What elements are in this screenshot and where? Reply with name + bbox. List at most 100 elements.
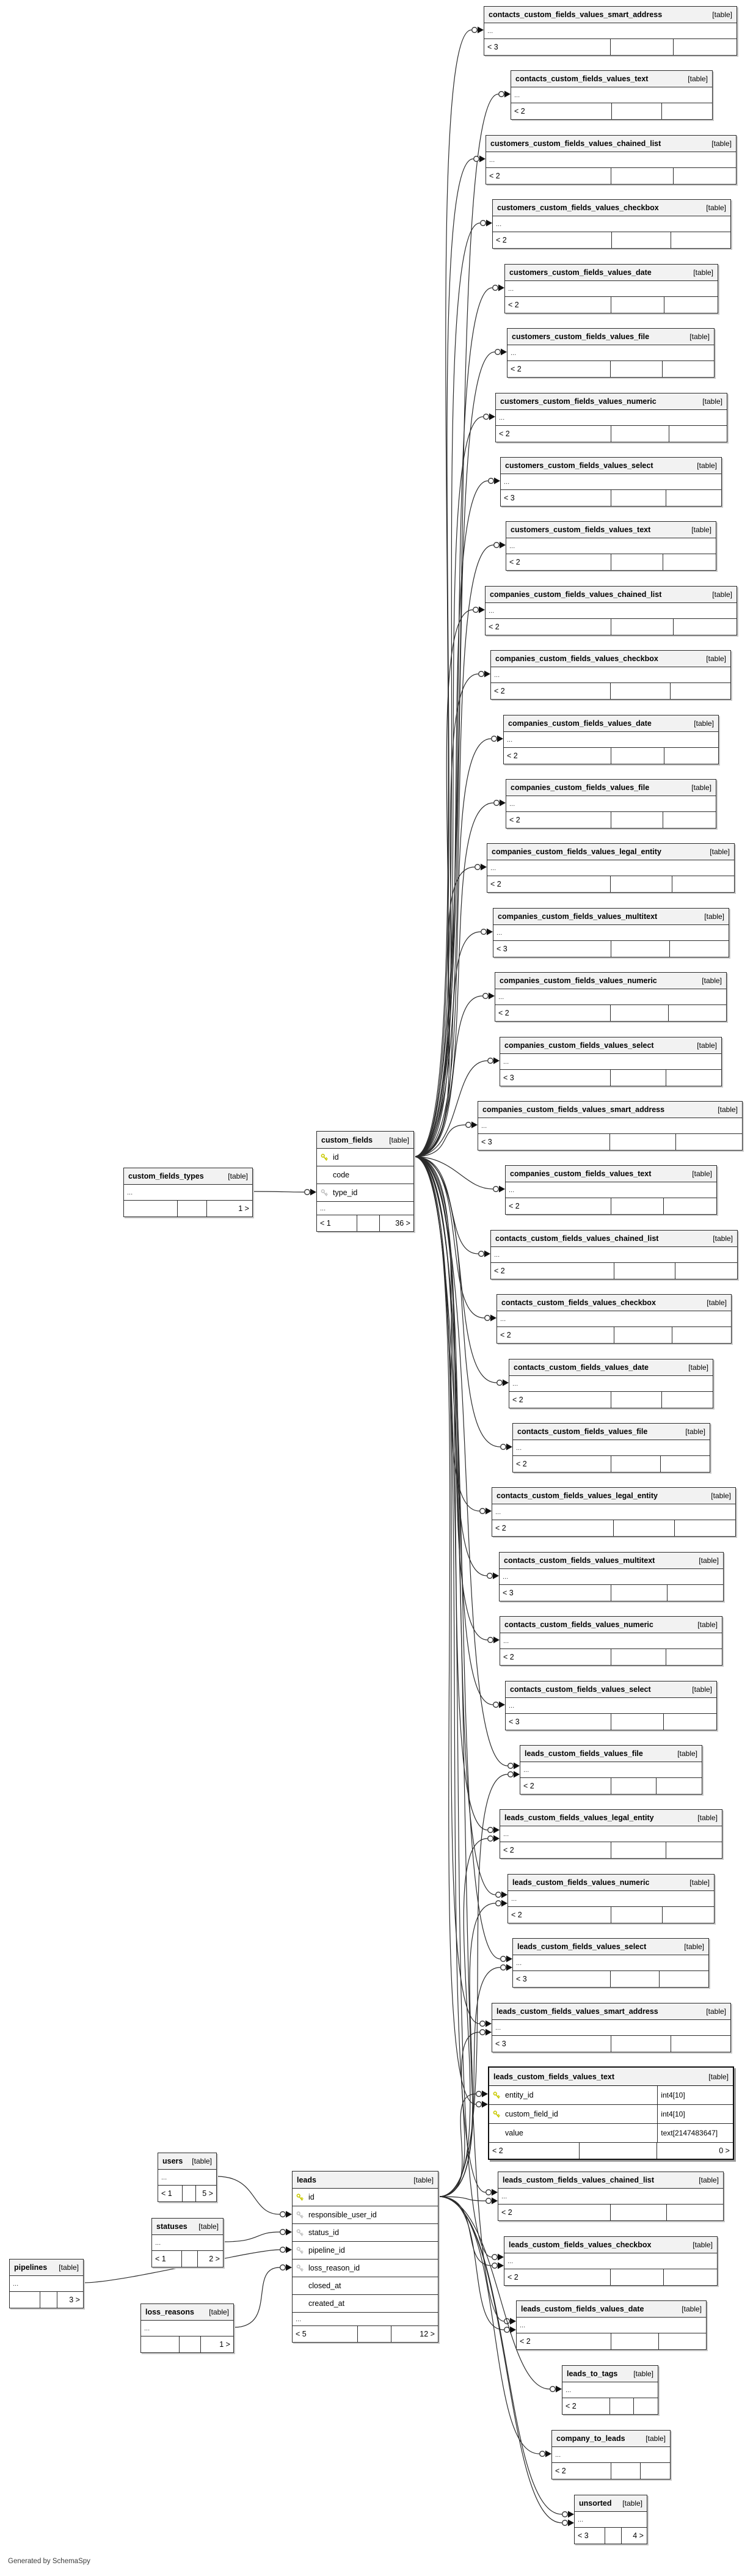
table-name[interactable]: companies_custom_fields_values_file [511, 783, 650, 792]
table-name[interactable]: customers_custom_fields_values_chained_l… [490, 139, 661, 148]
table-leads_custom_fields_values_chained_list[interactable]: leads_custom_fields_values_chained_list[… [498, 2172, 724, 2221]
table-company_to_leads[interactable]: company_to_leads[table]...< 2 [551, 2430, 671, 2479]
table-companies_custom_fields_values_text[interactable]: companies_custom_fields_values_text[tabl… [505, 1165, 717, 1215]
table-customers_custom_fields_values_checkbox[interactable]: customers_custom_fields_values_checkbox[… [492, 199, 731, 249]
table-companies_custom_fields_values_numeric[interactable]: companies_custom_fields_values_numeric[t… [495, 972, 727, 1022]
table-name[interactable]: unsorted [579, 2499, 612, 2508]
table-name[interactable]: custom_fields [321, 1135, 373, 1144]
table-name[interactable]: leads_custom_fields_values_select [517, 1942, 647, 1951]
table-contacts_custom_fields_values_file[interactable]: contacts_custom_fields_values_file[table… [512, 1423, 710, 1473]
table-name[interactable]: contacts_custom_fields_values_checkbox [501, 1298, 656, 1307]
table-companies_custom_fields_values_chained_list[interactable]: companies_custom_fields_values_chained_l… [485, 586, 737, 635]
table-loss_reasons[interactable]: loss_reasons[table]...1 > [140, 2303, 234, 2353]
table-leads_custom_fields_values_text[interactable]: leads_custom_fields_values_text[table]en… [488, 2066, 734, 2160]
table-name[interactable]: leads [297, 2175, 316, 2184]
table-name[interactable]: loss_reasons [145, 2308, 194, 2316]
table-companies_custom_fields_values_select[interactable]: companies_custom_fields_values_select[ta… [500, 1037, 722, 1086]
table-leads_custom_fields_values_checkbox[interactable]: leads_custom_fields_values_checkbox[tabl… [504, 2236, 718, 2286]
table-name[interactable]: users [162, 2157, 183, 2165]
table-name[interactable]: customers_custom_fields_values_select [505, 461, 653, 470]
zero-cardinality-marker [304, 1189, 310, 1195]
table-leads_to_tags[interactable]: leads_to_tags[table]...< 2 [562, 2365, 658, 2415]
table-name[interactable]: companies_custom_fields_values_smart_add… [482, 1105, 665, 1114]
table-companies_custom_fields_values_checkbox[interactable]: companies_custom_fields_values_checkbox[… [490, 650, 731, 700]
table-companies_custom_fields_values_legal_entity[interactable]: companies_custom_fields_values_legal_ent… [487, 843, 735, 893]
table-name[interactable]: contacts_custom_fields_values_multitext [504, 1556, 655, 1565]
table-customers_custom_fields_values_chained_list[interactable]: customers_custom_fields_values_chained_l… [486, 135, 737, 185]
table-leads_custom_fields_values_smart_address[interactable]: leads_custom_fields_values_smart_address… [492, 2003, 731, 2052]
table-leads_custom_fields_values_file[interactable]: leads_custom_fields_values_file[table]..… [520, 1745, 702, 1795]
table-name[interactable]: leads_custom_fields_values_checkbox [509, 2241, 652, 2249]
table-leads_custom_fields_values_legal_entity[interactable]: leads_custom_fields_values_legal_entity[… [500, 1809, 722, 1859]
table-header: contacts_custom_fields_values_select[tab… [506, 1681, 716, 1698]
table-name[interactable]: leads_custom_fields_values_numeric [512, 1878, 650, 1887]
table-customers_custom_fields_values_numeric[interactable]: customers_custom_fields_values_numeric[t… [495, 393, 727, 442]
table-contacts_custom_fields_values_date[interactable]: contacts_custom_fields_values_date[table… [509, 1359, 713, 1408]
table-name[interactable]: companies_custom_fields_values_chained_l… [490, 590, 662, 599]
table-name[interactable]: leads_to_tags [567, 2369, 618, 2378]
table-companies_custom_fields_values_multitext[interactable]: companies_custom_fields_values_multitext… [493, 908, 729, 957]
table-name[interactable]: leads_custom_fields_values_file [525, 1749, 643, 1758]
table-name[interactable]: contacts_custom_fields_values_chained_li… [495, 1234, 659, 1243]
table-contacts_custom_fields_values_legal_entity[interactable]: contacts_custom_fields_values_legal_enti… [492, 1487, 736, 1537]
table-contacts_custom_fields_values_smart_address[interactable]: contacts_custom_fields_values_smart_addr… [484, 6, 737, 56]
table-name[interactable]: leads_custom_fields_values_text [493, 2072, 615, 2081]
table-contacts_custom_fields_values_multitext[interactable]: contacts_custom_fields_values_multitext[… [499, 1552, 724, 1601]
table-name[interactable]: contacts_custom_fields_values_legal_enti… [497, 1491, 658, 1500]
table-name[interactable]: company_to_leads [556, 2434, 625, 2443]
table-name[interactable]: customers_custom_fields_values_file [512, 332, 650, 341]
crow-foot-arrow-marker [479, 155, 486, 163]
table-companies_custom_fields_values_smart_address[interactable]: companies_custom_fields_values_smart_add… [478, 1101, 743, 1151]
table-name[interactable]: contacts_custom_fields_values_date [514, 1363, 649, 1372]
table-leads_custom_fields_values_date[interactable]: leads_custom_fields_values_date[table]..… [516, 2300, 707, 2350]
crow-foot-arrow-marker [501, 1900, 507, 1907]
table-name[interactable]: customers_custom_fields_values_date [509, 268, 652, 277]
table-customers_custom_fields_values_date[interactable]: customers_custom_fields_values_date[tabl… [504, 264, 718, 313]
table-custom_fields_types[interactable]: custom_fields_types[table]...1 > [123, 1168, 253, 1217]
table-name[interactable]: statuses [156, 2222, 187, 2231]
table-name[interactable]: leads_custom_fields_values_date [521, 2305, 644, 2313]
table-contacts_custom_fields_values_numeric[interactable]: contacts_custom_fields_values_numeric[ta… [500, 1616, 722, 1666]
table-name[interactable]: contacts_custom_fields_values_smart_addr… [489, 10, 663, 19]
table-name[interactable]: leads_custom_fields_values_smart_address [497, 2007, 658, 2016]
table-contacts_custom_fields_values_text[interactable]: contacts_custom_fields_values_text[table… [511, 70, 713, 120]
table-name[interactable]: leads_custom_fields_values_legal_entity [504, 1813, 654, 1822]
table-name[interactable]: companies_custom_fields_values_legal_ent… [492, 847, 661, 856]
table-header: unsorted[table] [575, 2495, 647, 2512]
table-name[interactable]: companies_custom_fields_values_text [510, 1169, 652, 1178]
table-contacts_custom_fields_values_checkbox[interactable]: contacts_custom_fields_values_checkbox[t… [497, 1294, 732, 1344]
table-leads_custom_fields_values_select[interactable]: leads_custom_fields_values_select[table]… [512, 1938, 709, 1988]
table-name[interactable]: contacts_custom_fields_values_text [515, 75, 649, 83]
crow-foot-arrow-marker [484, 670, 490, 678]
table-name[interactable]: companies_custom_fields_values_date [508, 719, 652, 728]
table-name[interactable]: customers_custom_fields_values_checkbox [497, 203, 659, 212]
table-contacts_custom_fields_values_chained_list[interactable]: contacts_custom_fields_values_chained_li… [490, 1230, 738, 1279]
table-name[interactable]: customers_custom_fields_values_text [511, 525, 651, 534]
table-leads_custom_fields_values_numeric[interactable]: leads_custom_fields_values_numeric[table… [507, 1874, 715, 1923]
table-customers_custom_fields_values_select[interactable]: customers_custom_fields_values_select[ta… [500, 457, 722, 507]
table-name[interactable]: companies_custom_fields_values_numeric [500, 976, 657, 985]
no-key-spacer [321, 1171, 329, 1179]
table-name[interactable]: custom_fields_types [128, 1172, 204, 1180]
table-companies_custom_fields_values_file[interactable]: companies_custom_fields_values_file[tabl… [506, 779, 716, 829]
table-name[interactable]: companies_custom_fields_values_select [504, 1041, 654, 1050]
table-name[interactable]: customers_custom_fields_values_numeric [500, 397, 657, 406]
table-customers_custom_fields_values_file[interactable]: customers_custom_fields_values_file[tabl… [507, 328, 715, 378]
table-name[interactable]: contacts_custom_fields_values_select [510, 1685, 651, 1694]
table-name[interactable]: contacts_custom_fields_values_numeric [504, 1620, 653, 1629]
table-companies_custom_fields_values_date[interactable]: companies_custom_fields_values_date[tabl… [503, 715, 719, 764]
table-pipelines[interactable]: pipelines[table]...3 > [9, 2259, 84, 2308]
table-name[interactable]: companies_custom_fields_values_multitext [498, 912, 658, 921]
table-contacts_custom_fields_values_select[interactable]: contacts_custom_fields_values_select[tab… [505, 1681, 717, 1730]
table-name[interactable]: pipelines [14, 2263, 48, 2272]
table-name[interactable]: companies_custom_fields_values_checkbox [495, 654, 658, 663]
collapsed-columns-ellipsis: ... [508, 1891, 714, 1907]
table-name[interactable]: contacts_custom_fields_values_file [517, 1427, 648, 1436]
table-name[interactable]: leads_custom_fields_values_chained_list [503, 2176, 655, 2184]
table-customers_custom_fields_values_text[interactable]: customers_custom_fields_values_text[tabl… [506, 521, 716, 571]
